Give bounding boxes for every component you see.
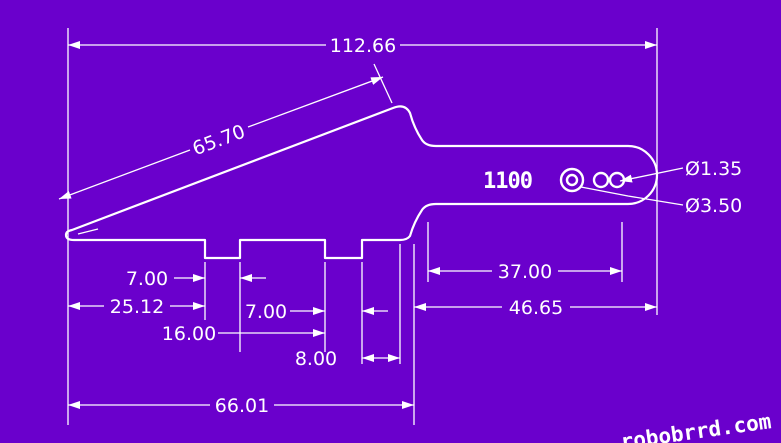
- dim-16: 16.00: [162, 323, 216, 345]
- hole-small-1: [592, 171, 610, 189]
- part-stamp-text: 1100: [483, 169, 532, 194]
- watermark: robobrrd.com: [619, 409, 773, 443]
- part-outline: [64, 105, 659, 260]
- hole-large-outer: [559, 167, 585, 193]
- dim-25-12: 25.12: [110, 296, 164, 318]
- dim-8: 8.00: [295, 348, 337, 370]
- dim-angled-edge: 65.70: [190, 121, 249, 161]
- hole-large-inner: [565, 173, 579, 187]
- dim-7-mid: 7.00: [245, 301, 287, 323]
- dim-7-left: 7.00: [126, 268, 168, 290]
- hole-group: [559, 167, 626, 193]
- dim-hole-large: Ø3.50: [685, 195, 742, 217]
- dim-line-angled-a: [58, 149, 191, 200]
- dim-hole-small: Ø1.35: [685, 158, 742, 180]
- dim-66-01: 66.01: [215, 395, 269, 417]
- tip-mark: [77, 228, 99, 235]
- dim-overall-length: 112.66: [330, 35, 396, 57]
- leader-small-hole: [619, 167, 684, 183]
- dim-37: 37.00: [498, 261, 552, 283]
- leader-large-hole: [580, 186, 684, 206]
- extension-lines: [67, 28, 658, 425]
- dim-line-angled-b: [247, 76, 384, 128]
- dim-46-65: 46.65: [509, 297, 563, 319]
